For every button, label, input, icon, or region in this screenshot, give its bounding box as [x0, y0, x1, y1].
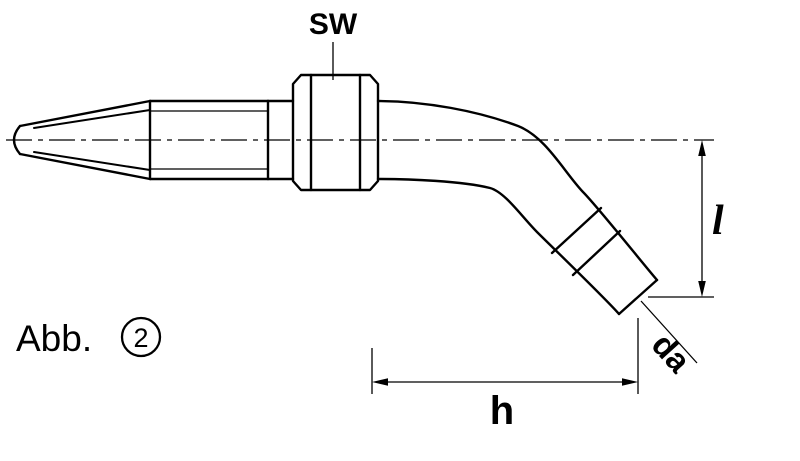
figure-number-circle: [120, 316, 162, 358]
tube-axis-extension-line: [640, 300, 698, 364]
figure-caption: Abb. 2: [16, 316, 162, 359]
l-arrow-up: [698, 140, 706, 156]
tube-end-face: [617, 278, 659, 316]
tube-bottom-contour: [376, 177, 621, 316]
hex-nut-outline: [291, 73, 380, 192]
l-arrow-down: [698, 281, 706, 297]
hex-nut-facet-lines: [309, 73, 362, 192]
h-arrow-left: [372, 378, 388, 386]
caption-prefix: Abb.: [16, 318, 92, 359]
dimension-l: l: [648, 140, 724, 298]
sleeve-band-lines: [550, 206, 622, 277]
bent-tube: [376, 99, 698, 364]
cone-inner-top-edge: [33, 109, 151, 129]
cone-tip-cap: [12, 124, 22, 156]
h-arrow-right: [622, 378, 638, 386]
dimension-h: h: [371, 318, 639, 433]
tube-top-contour: [376, 99, 659, 282]
thread-section: [148, 99, 295, 181]
figure-number: 2: [133, 323, 148, 353]
collar-edges: [266, 99, 295, 181]
hex-nut: [291, 73, 380, 192]
dimension-sw: SW: [309, 8, 358, 80]
cone-tip: [12, 99, 152, 181]
sw-label: SW: [309, 8, 358, 41]
cone-inner-bottom-edge: [33, 151, 151, 171]
cone-top-edge: [18, 99, 152, 128]
cone-bottom-edge: [18, 152, 152, 181]
l-label: l: [712, 198, 724, 244]
da-label: da: [645, 326, 699, 380]
h-label: h: [490, 389, 514, 433]
